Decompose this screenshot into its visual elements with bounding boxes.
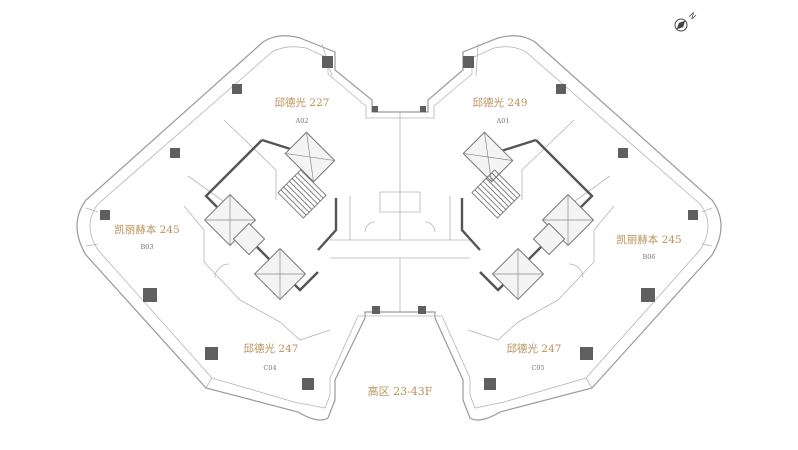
unit-id: A01 <box>496 117 510 125</box>
unit-id: A02 <box>295 117 309 125</box>
right-core <box>460 131 595 301</box>
columns <box>100 56 698 390</box>
unit-id: C05 <box>531 364 544 372</box>
tenant-label: 邱德光 249 <box>473 96 528 109</box>
north-arrow-icon <box>674 18 688 32</box>
unit-id: B06 <box>642 253 655 261</box>
unit-id: B03 <box>140 243 153 251</box>
left-core <box>203 131 338 301</box>
unit-id: C04 <box>263 364 276 372</box>
unit-b06: 凯丽赫本 245 B06 <box>616 233 681 261</box>
tenant-label: 凯丽赫本 245 <box>616 233 681 246</box>
tenant-label: 凯丽赫本 245 <box>114 223 179 236</box>
north-letter: N <box>687 11 698 22</box>
floor-zone-label: 高区 23-43F <box>368 384 433 398</box>
unit-a02: 邱德光 227 A02 <box>275 96 330 125</box>
partitions <box>183 112 615 341</box>
tenant-label: 邱德光 227 <box>275 96 330 109</box>
unit-c04: 邱德光 247 C04 <box>244 342 299 372</box>
tenant-label: 邱德光 247 <box>244 342 299 355</box>
tenant-label: 邱德光 247 <box>507 342 562 355</box>
unit-b03: 凯丽赫本 245 B03 <box>114 223 179 251</box>
unit-c05: 邱德光 247 C05 <box>507 342 562 372</box>
unit-a01: 邱德光 249 A01 <box>473 96 528 125</box>
